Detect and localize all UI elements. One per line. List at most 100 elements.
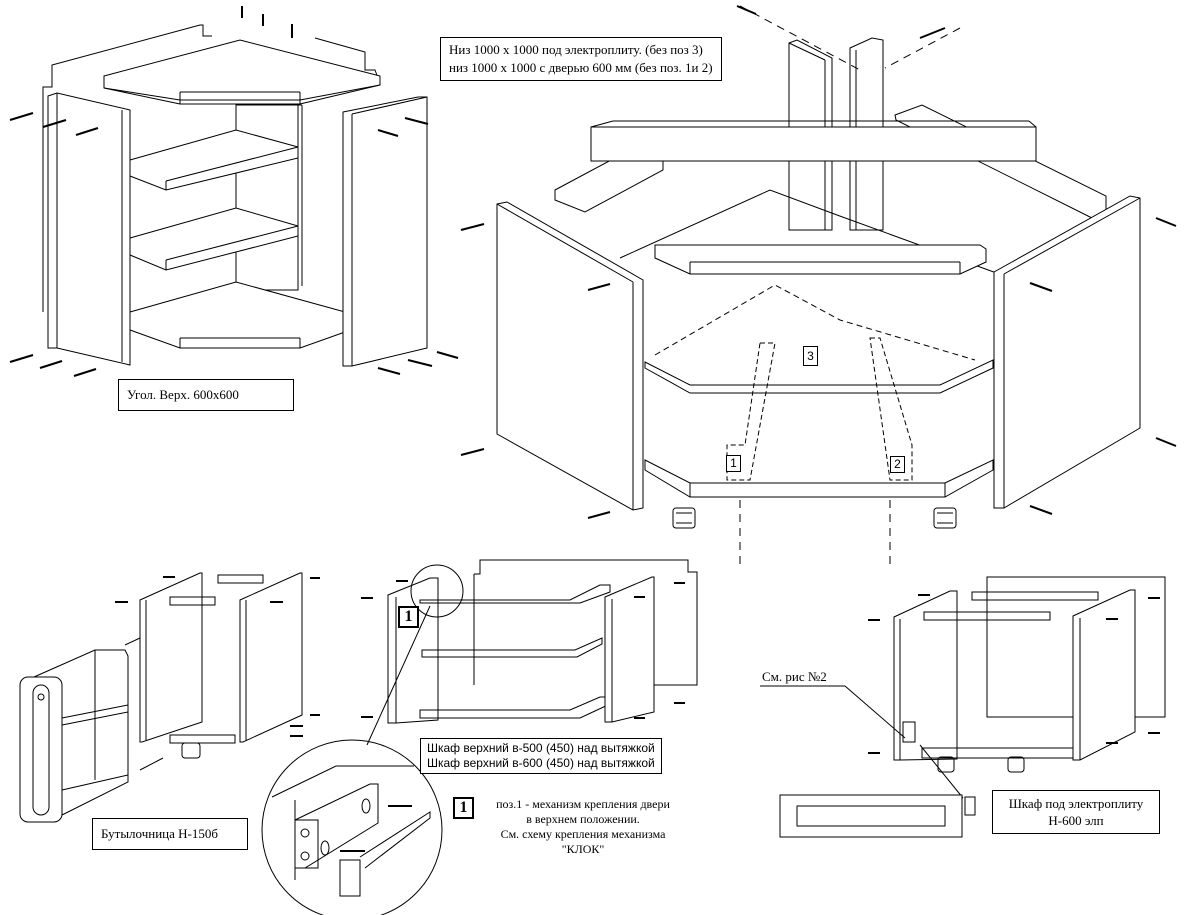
note-line: См. схему крепления механизма: [500, 827, 666, 841]
bolt-icon: [320, 840, 330, 856]
wall-cabinet-hood: [361, 559, 698, 746]
note-position-1: поз.1 - механизм крепления двери в верхн…: [478, 797, 688, 857]
position-badge-3: 3: [803, 346, 818, 366]
note-line: "КЛОК": [561, 842, 605, 856]
rack-handle: [32, 684, 50, 816]
top-board-edge: [103, 87, 181, 105]
side-panel-left: [893, 590, 958, 761]
screws: [868, 594, 1160, 754]
screws: [115, 576, 320, 737]
leg-icon: [937, 756, 955, 773]
position-badge-note-1: 1: [453, 797, 474, 819]
screw-icon: [460, 448, 485, 456]
position-badge-1: 1: [726, 455, 741, 472]
leg-icon: [181, 742, 201, 759]
leg-icon: [933, 507, 957, 529]
bracket-icon: [902, 721, 916, 743]
screw-icon: [377, 129, 399, 137]
shelf-middle: [421, 637, 603, 658]
leg-icon: [672, 507, 696, 529]
detail-magnifier-circle: [261, 739, 443, 915]
front-rail: [590, 126, 1037, 162]
label-line: Низ 1000 x 1000 под электроплиту. (без п…: [449, 42, 703, 57]
label-see-figure-2: См. рис №2: [762, 669, 827, 684]
screw-icon: [407, 359, 433, 367]
mechanism-face: [294, 819, 319, 869]
arrow-icon: [124, 637, 141, 646]
screw-icon: [460, 223, 485, 231]
rack-frame: [33, 649, 129, 816]
top-board-edge: [299, 84, 381, 105]
position-badge-wall-1: 1: [398, 606, 419, 628]
leg-support-2: [869, 337, 913, 481]
top-rail: [923, 611, 1051, 621]
screw-hole-icon: [300, 851, 310, 861]
bottle-rack-cabinet: [19, 572, 320, 823]
detail-panel: [271, 765, 414, 798]
shelf-bottom: [419, 696, 611, 719]
bolt-icon: [361, 798, 371, 814]
screw-icon: [377, 367, 401, 375]
label-wall-cabinet: Шкаф верхний в-500 (450) над вытяжкой Шк…: [420, 738, 662, 774]
screws: [460, 5, 1177, 519]
top-rail: [971, 591, 1099, 601]
back-panel-right: [314, 37, 379, 79]
top-board: [103, 39, 381, 101]
label-top-corner-cabinet: Угол. Верх. 600x600: [118, 379, 294, 411]
screws: [9, 6, 459, 377]
side-panel-right: [604, 576, 655, 723]
label-line: Шкаф под электроплиту: [1008, 796, 1144, 811]
side-panel-left-edge: [496, 203, 634, 283]
shelf-top: [419, 584, 611, 604]
side-panel-right: [993, 195, 1141, 509]
drawer-leader: [919, 744, 964, 799]
note-line: в верхнем положении.: [526, 812, 640, 826]
corner-wall-cabinet: [9, 6, 459, 377]
position-badge-2: 2: [890, 456, 905, 473]
screw-icon: [884, 27, 961, 69]
rack-front: [19, 676, 63, 823]
screw-icon: [1029, 282, 1053, 292]
rack-shelf: [61, 711, 129, 726]
front-rail-top: [590, 120, 614, 128]
screw-icon: [919, 27, 946, 39]
top-rail: [217, 574, 264, 584]
screw-icon: [404, 117, 429, 125]
screw-icon: [42, 119, 67, 128]
bottom-rail: [169, 734, 236, 744]
dash-screw-lines: [739, 5, 961, 570]
screw-icon: [1155, 217, 1177, 227]
label-line: низ 1000 x 1000 с дверью 600 мм (без поз…: [449, 60, 713, 75]
screw-icon: [9, 112, 34, 121]
back-panel-left: [42, 24, 212, 312]
vertical-post-left-edge: [788, 42, 826, 61]
side-panel-right-edge: [351, 96, 428, 115]
see-fig-leader: [844, 685, 906, 739]
screw-icon: [1155, 437, 1177, 447]
corner-base-cabinet: [460, 5, 1177, 570]
arrow-icon: [139, 757, 164, 771]
side-panel-left: [496, 201, 644, 511]
adjustable-leg-right: [933, 507, 957, 529]
label-bottom-corner-cabinet: Низ 1000 x 1000 под электроплиту. (без п…: [440, 37, 722, 81]
side-panel-right: [1072, 589, 1136, 761]
leg-icon: [1007, 756, 1025, 773]
screw-icon: [587, 283, 611, 291]
label-stove-cabinet: Шкаф под электроплиту Н-600 элп: [992, 790, 1160, 834]
screw-icon: [736, 5, 757, 15]
note-line: поз.1 - механизм крепления двери: [496, 797, 670, 811]
detail-callout-circle: [410, 564, 464, 618]
upper-shelf-rail: [654, 244, 987, 275]
screw-hole-icon: [300, 828, 310, 838]
adjustable-leg-left: [672, 507, 696, 529]
label-line: Шкаф верхний в-600 (450) над вытяжкой: [427, 756, 655, 770]
bottom-board: [644, 459, 994, 498]
mechanism-block: [294, 783, 379, 869]
top-rail: [169, 596, 216, 606]
screw-icon: [75, 127, 99, 136]
screws: [361, 580, 685, 719]
side-panel-left: [47, 92, 131, 366]
side-panel-left: [139, 572, 203, 743]
callout-leader: [366, 605, 431, 746]
front-rail-top: [1028, 120, 1037, 128]
